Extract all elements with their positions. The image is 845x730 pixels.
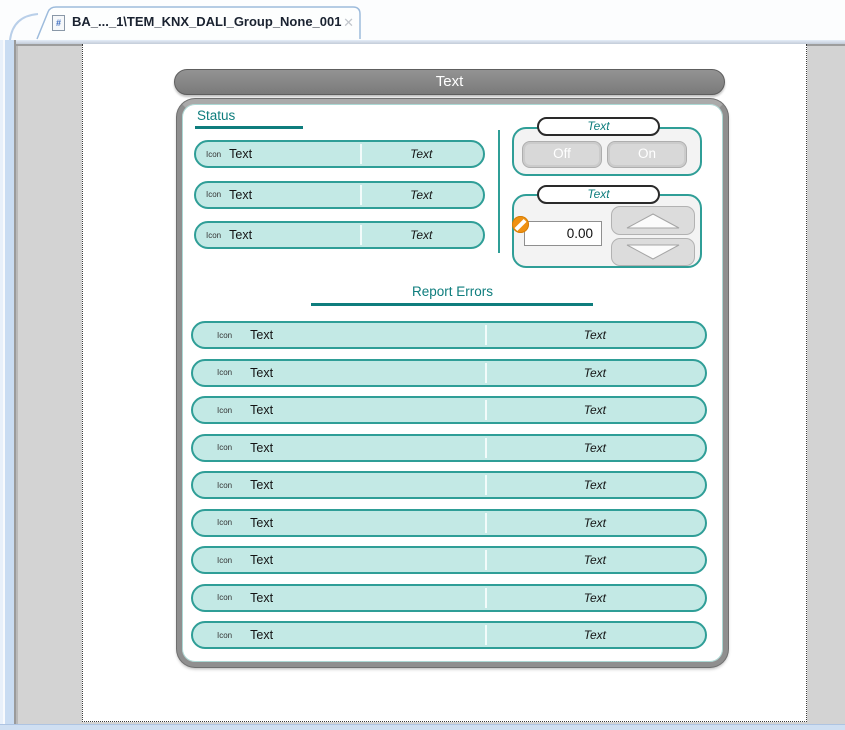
row-icon-placeholder: Icon <box>217 368 233 377</box>
tab-active[interactable]: # BA_..._1\TEM_KNX_DALI_Group_None_001 ✕ <box>36 6 362 40</box>
increment-button[interactable] <box>611 206 695 235</box>
status-row[interactable]: Icon Text Text <box>194 221 485 249</box>
status-row[interactable]: Icon Text Text <box>194 180 485 209</box>
window-frame-left <box>0 40 16 730</box>
row-value: Text <box>583 553 607 567</box>
report-row-list: Icon Text Text Icon Text Text Icon Text … <box>191 321 707 659</box>
status-row-list: Icon Text Text Icon Text Text Icon Text … <box>194 140 485 262</box>
page-title-bar[interactable]: Text <box>174 69 725 95</box>
row-label: Text <box>229 147 253 161</box>
report-errors-underline <box>311 303 593 306</box>
row-value: Text <box>410 228 433 242</box>
row-label: Text <box>250 328 274 342</box>
off-button[interactable]: Off <box>522 141 602 168</box>
row-icon-placeholder: Icon <box>217 518 233 527</box>
row-divider <box>484 550 487 570</box>
row-value: Text <box>583 440 607 455</box>
section-separator <box>498 130 500 253</box>
row-divider <box>359 225 362 245</box>
decrement-button[interactable] <box>611 238 695 266</box>
row-label: Text <box>250 553 274 567</box>
row-icon-placeholder: Icon <box>217 330 233 340</box>
row-divider <box>484 475 487 495</box>
design-canvas[interactable]: Text Status Icon Text Text Icon Text Tex… <box>16 44 845 724</box>
row-divider <box>359 184 362 205</box>
row-label: Text <box>250 590 274 605</box>
status-underline <box>195 126 303 129</box>
row-divider <box>484 625 487 645</box>
row-divider <box>484 325 487 345</box>
page-surface[interactable]: Text Status Icon Text Text Icon Text Tex… <box>82 44 807 722</box>
row-value: Text <box>583 628 607 642</box>
row-value: Text <box>583 478 607 492</box>
row-divider <box>484 512 487 533</box>
close-icon[interactable]: ✕ <box>343 15 354 30</box>
status-row[interactable]: Icon Text Text <box>194 140 485 168</box>
row-value: Text <box>583 403 607 417</box>
row-divider <box>484 437 487 458</box>
row-icon-placeholder: Icon <box>206 230 222 240</box>
document-icon-glyph: # <box>55 18 61 28</box>
report-row[interactable]: Icon Text Text <box>191 546 707 574</box>
row-icon-placeholder: Icon <box>217 443 233 452</box>
row-label: Text <box>229 187 253 202</box>
document-well-corner <box>9 13 39 40</box>
document-icon: # <box>52 15 65 31</box>
row-label: Text <box>250 403 274 417</box>
row-value: Text <box>583 365 607 380</box>
row-value: Text <box>583 515 607 530</box>
triangle-up-icon <box>626 212 680 228</box>
row-divider <box>359 144 362 164</box>
switch-group-label: Text <box>537 117 660 136</box>
report-row[interactable]: Icon Text Text <box>191 583 707 612</box>
row-value: Text <box>410 147 433 161</box>
row-value: Text <box>410 187 433 202</box>
value-group-label: Text <box>537 185 660 204</box>
report-row[interactable]: Icon Text Text <box>191 471 707 499</box>
report-row[interactable]: Icon Text Text <box>191 321 707 349</box>
row-icon-placeholder: Icon <box>206 190 222 199</box>
report-row[interactable]: Icon Text Text <box>191 358 707 387</box>
value-input[interactable] <box>524 221 602 246</box>
no-entry-icon <box>512 216 529 233</box>
report-row[interactable]: Icon Text Text <box>191 621 707 649</box>
tab-bar: # BA_..._1\TEM_KNX_DALI_Group_None_001 ✕ <box>0 0 845 40</box>
main-panel: Status Icon Text Text Icon Text Text Ico… <box>177 99 728 667</box>
window-frame-bottom <box>0 724 845 730</box>
report-row[interactable]: Icon Text Text <box>191 508 707 537</box>
row-icon-placeholder: Icon <box>217 593 233 602</box>
row-label: Text <box>250 478 274 492</box>
row-divider <box>484 587 487 608</box>
row-label: Text <box>250 365 274 380</box>
row-icon-placeholder: Icon <box>217 555 233 565</box>
status-heading: Status <box>197 108 236 123</box>
report-errors-heading: Report Errors <box>411 284 494 299</box>
row-label: Text <box>250 628 274 642</box>
row-icon-placeholder: Icon <box>217 630 233 640</box>
row-icon-placeholder: Icon <box>217 405 233 415</box>
row-divider <box>484 400 487 420</box>
tab-outline <box>36 6 361 40</box>
row-icon-placeholder: Icon <box>206 149 222 159</box>
row-icon-placeholder: Icon <box>217 480 233 490</box>
report-row[interactable]: Icon Text Text <box>191 433 707 462</box>
row-label: Text <box>250 440 274 455</box>
row-value: Text <box>583 328 607 342</box>
row-divider <box>484 362 487 383</box>
tab-title: BA_..._1\TEM_KNX_DALI_Group_None_001 <box>72 14 342 29</box>
triangle-down-icon <box>626 244 680 260</box>
row-label: Text <box>250 515 274 530</box>
document-well-edge <box>0 40 845 44</box>
row-value: Text <box>583 590 607 605</box>
row-label: Text <box>229 228 253 242</box>
on-button[interactable]: On <box>607 141 687 168</box>
report-row[interactable]: Icon Text Text <box>191 396 707 424</box>
